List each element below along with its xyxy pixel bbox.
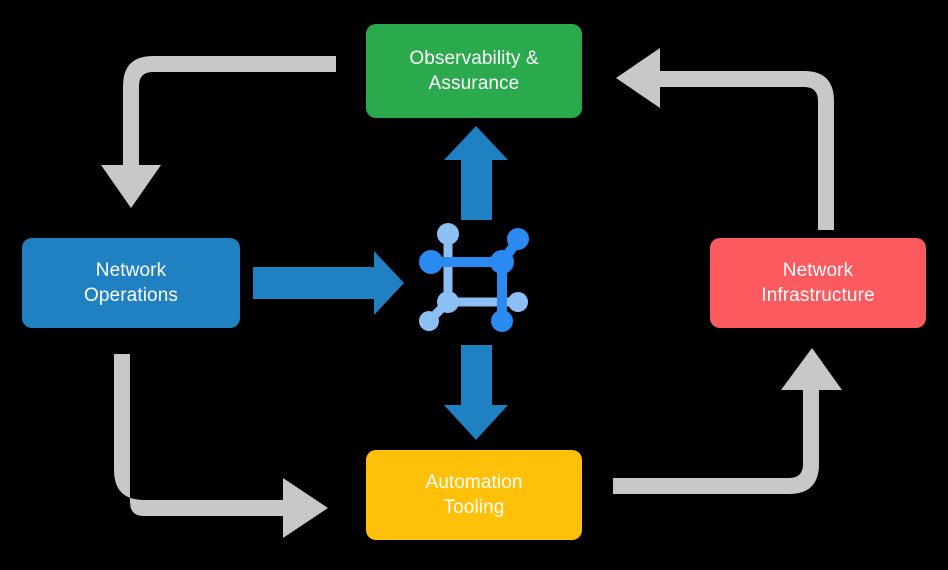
box-network-infrastructure-label: Network Infrastructure <box>761 259 875 306</box>
box-automation-tooling-label: Automation Tooling <box>425 471 523 518</box>
network-topology-icon <box>419 223 529 332</box>
arrow-operations-to-automation <box>114 354 328 538</box>
box-network-operations-label: Network Operations <box>84 259 178 306</box>
box-automation-tooling[interactable]: Automation Tooling <box>366 450 582 540</box>
box-observability-assurance[interactable]: Observability & Assurance <box>366 24 582 118</box>
arrow-infrastructure-to-observability <box>616 48 834 230</box>
arrow-automation-to-infrastructure <box>613 348 842 494</box>
box-observability-assurance-label: Observability & Assurance <box>409 47 539 94</box>
box-network-infrastructure[interactable]: Network Infrastructure <box>710 238 926 328</box>
box-network-operations[interactable]: Network Operations <box>22 238 240 328</box>
arrow-operations-to-center <box>253 251 404 315</box>
arrow-center-to-automation <box>444 345 508 440</box>
arrow-center-to-observability <box>444 126 508 220</box>
arrow-observability-to-operations <box>101 56 336 208</box>
